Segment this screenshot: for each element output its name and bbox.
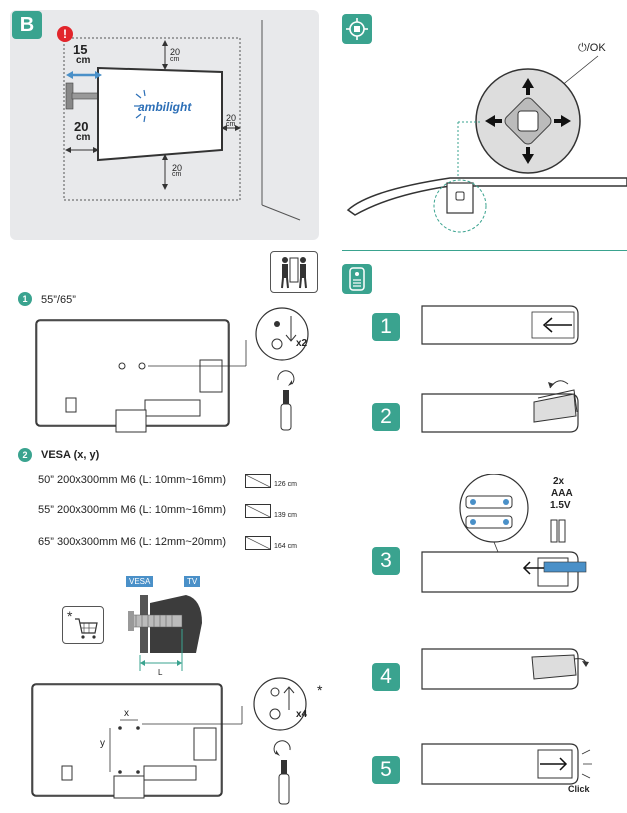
joystick-section-icon — [342, 14, 372, 44]
remote-step-5-badge: 5 — [372, 756, 400, 784]
step-2-screw-count: x4 — [296, 709, 308, 720]
remote-step-2-diagram — [421, 380, 579, 433]
step-2-marker: 2 — [18, 448, 32, 462]
vesa-y-label: y — [100, 738, 105, 749]
screw-length-diagram — [128, 595, 202, 671]
vesa-row-65: 65” 300x300mm M6 (L: 12mm~20mm) — [38, 536, 226, 548]
battery-inset-diagram — [459, 474, 566, 563]
tv-back-2-screws-diagram — [35, 307, 309, 433]
vesa-row-50: 50” 200x300mm M6 (L: 10mm~16mm) — [38, 474, 226, 486]
dimension-15-unit: cm — [76, 55, 91, 66]
vesa-row-55-diagonal: 139 cm — [274, 512, 297, 519]
dimension-20-right: 20 — [226, 113, 237, 123]
step-1-sizes: 55”/65” — [41, 294, 76, 306]
screw-length-label: L — [158, 668, 163, 677]
step-1-screw-count: x2 — [296, 338, 308, 349]
shop-cart-icon: * — [62, 606, 104, 644]
remote-step-2-badge: 2 — [372, 403, 400, 431]
battery-count: 2x — [553, 476, 565, 487]
click-label: Click — [568, 784, 590, 794]
vesa-tag: VESA — [126, 576, 154, 587]
tv-tag: TV — [184, 576, 201, 587]
dimension-20-right-unit: cm — [226, 121, 236, 128]
tv-back-4-screws-diagram — [31, 677, 307, 805]
diagonal-icon — [245, 536, 271, 550]
svg-text:*: * — [67, 608, 73, 624]
optional-asterisk: * — [317, 682, 323, 698]
remote-step-1-badge: 1 — [372, 313, 400, 341]
dimension-20-bottom: 20 — [172, 163, 183, 173]
section-divider — [342, 250, 627, 251]
dimension-15: 15 — [73, 42, 88, 57]
remote-step-3-badge: 3 — [372, 547, 400, 575]
dimension-20-left-unit: cm — [76, 132, 91, 143]
vesa-heading: VESA (x, y) — [41, 449, 100, 461]
dimension-20-top: 20 — [170, 47, 181, 57]
dimension-20-left: 20 — [74, 119, 89, 134]
remote-icon — [349, 267, 365, 291]
vesa-row-65-diagonal: 164 cm — [274, 543, 297, 550]
joystick-diagram — [346, 55, 627, 233]
crosshair-icon — [346, 18, 368, 40]
section-b-badge: B — [12, 11, 42, 39]
ambilight-logo: ambilight — [138, 100, 192, 114]
diagonal-icon — [245, 474, 271, 488]
remote-step-4-diagram — [421, 648, 589, 690]
battery-type: AAA — [551, 488, 573, 499]
warning-icon: ! — [57, 26, 73, 42]
two-person-lift-icon — [270, 251, 318, 293]
diagonal-icon — [245, 504, 271, 518]
remote-step-1-diagram — [421, 305, 579, 345]
remote-step-4-badge: 4 — [372, 663, 400, 691]
step-1-marker: 1 — [18, 292, 32, 306]
dimension-20-bottom-unit: cm — [172, 171, 182, 178]
battery-voltage: 1.5V — [550, 500, 571, 511]
remote-section-icon — [342, 264, 372, 294]
vesa-row-55: 55” 200x300mm M6 (L: 10mm~16mm) — [38, 504, 226, 516]
wall-mount-diagram — [63, 20, 301, 221]
power-ok-label: ⏻/OK — [578, 42, 606, 54]
vesa-row-50-diagonal: 126 cm — [274, 481, 297, 488]
remote-step-5-diagram — [421, 743, 592, 785]
remote-step-3-diagram — [421, 551, 587, 593]
dimension-20-top-unit: cm — [170, 56, 180, 63]
vesa-x-label: x — [124, 708, 129, 719]
